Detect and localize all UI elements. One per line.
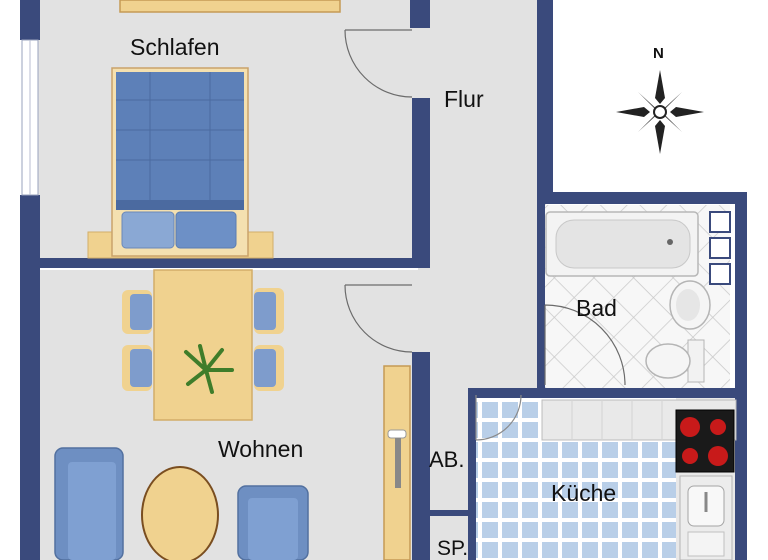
wardrobe bbox=[119, 0, 341, 13]
wall-bedroom-living bbox=[40, 258, 418, 268]
room-label-sp: SP. bbox=[437, 537, 468, 560]
room-label-wohnen: Wohnen bbox=[218, 436, 303, 462]
wall-left-lower bbox=[20, 195, 40, 560]
chair-right-bottom bbox=[254, 345, 284, 391]
kitchen-door bbox=[475, 394, 522, 441]
sofa bbox=[54, 447, 124, 560]
room-label-schlafen: Schlafen bbox=[130, 34, 220, 60]
doors bbox=[344, 29, 626, 441]
bathtub bbox=[545, 211, 699, 277]
room-label-ab: AB. bbox=[429, 447, 464, 472]
wall-bath-left bbox=[537, 192, 545, 392]
compass-rose-icon bbox=[616, 70, 704, 154]
bed bbox=[87, 67, 274, 259]
wall-left bbox=[20, 0, 40, 40]
toilet bbox=[645, 339, 705, 383]
wall-center-lower bbox=[412, 352, 430, 560]
wall-east-outer bbox=[735, 192, 747, 560]
bedroom-door bbox=[344, 29, 413, 98]
room-label-flur: Flur bbox=[444, 86, 484, 112]
tv-cabinet bbox=[383, 365, 411, 560]
bath-window bbox=[709, 211, 731, 285]
room-label-bad: Bad bbox=[576, 295, 617, 321]
chair-left-top bbox=[122, 290, 152, 334]
bath-door bbox=[544, 304, 626, 386]
hallway-floor bbox=[418, 0, 546, 395]
left-window bbox=[21, 39, 39, 196]
compass-north-label: N bbox=[653, 45, 664, 62]
chair-left-bottom bbox=[122, 345, 152, 391]
armchair bbox=[237, 485, 309, 560]
wall-kitchen-left bbox=[468, 388, 476, 560]
wall-store-divider bbox=[430, 510, 474, 516]
wall-bath-top bbox=[537, 192, 745, 204]
wall-center-mid bbox=[412, 98, 430, 268]
chair-right-top bbox=[254, 288, 284, 334]
kitchen-sink bbox=[679, 475, 733, 560]
room-label-kueche: Küche bbox=[551, 480, 616, 506]
plant-icon bbox=[184, 344, 234, 394]
stove bbox=[675, 409, 735, 473]
living-door bbox=[344, 284, 413, 353]
dining-table bbox=[122, 269, 284, 421]
washbasin bbox=[669, 280, 711, 330]
walls bbox=[20, 0, 747, 560]
wall-center-upper bbox=[410, 0, 430, 28]
wall-bath-kitchen bbox=[470, 388, 745, 398]
coffee-table bbox=[141, 466, 219, 560]
wall-east-upper bbox=[537, 0, 553, 200]
